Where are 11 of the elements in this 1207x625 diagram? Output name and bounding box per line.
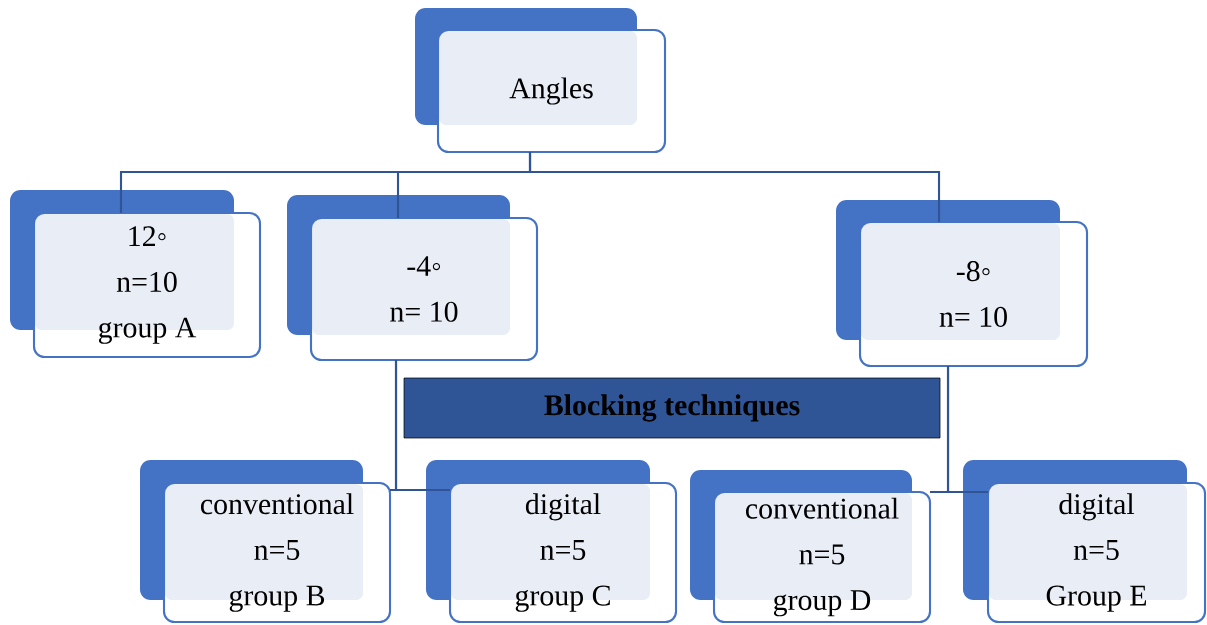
heading-band: Blocking techniques <box>403 377 941 439</box>
process-box: digital n=5 group C <box>426 460 678 624</box>
process-box: -4◦ n= 10 <box>287 195 539 362</box>
process-box: -8◦ n= 10 <box>836 200 1089 368</box>
connector-line <box>528 152 941 222</box>
process-box: Angles <box>415 8 667 154</box>
process-box: 12◦ n=10 group A <box>10 190 262 359</box>
process-box: digital n=5 Group E <box>963 460 1207 624</box>
process-box: conventional n=5 group D <box>690 470 932 624</box>
process-box: conventional n=5 group B <box>140 460 392 624</box>
connector-line <box>394 360 450 492</box>
